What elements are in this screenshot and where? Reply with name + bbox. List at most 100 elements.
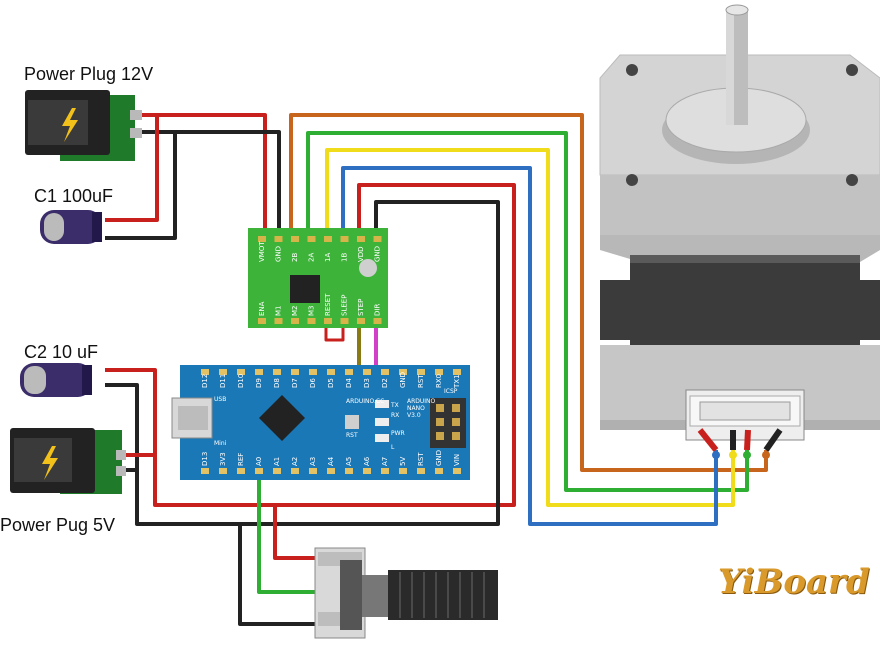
arduino-bottom-pin-pad (345, 468, 353, 474)
arduino-top-pin-label: D12 (201, 374, 209, 388)
driver-top-pin-pad (373, 236, 382, 242)
label-power-plug-12v: Power Plug 12V (24, 64, 154, 84)
label-capacitor-c1: C1 100uF (34, 186, 114, 206)
arduino-top-pin-pad (327, 369, 335, 375)
arduino-bottom-pin-label: RST (417, 452, 425, 466)
arduino-icsp-label: ICSP (444, 388, 458, 395)
driver-bottom-pin-label: M2 (291, 306, 299, 317)
arduino-bottom-pin-pad (309, 468, 317, 474)
driver-top-pin-label: VDD (357, 246, 365, 262)
power-plug-12v (25, 90, 142, 161)
arduino-tx-label: TX (391, 402, 399, 409)
arduino-bottom-pin-pad (363, 468, 371, 474)
capacitor-c2 (20, 363, 92, 397)
arduino-top-pin-pad (255, 369, 263, 375)
driver-top-pin-label: VMOT (258, 241, 266, 262)
driver-bottom-pin-pad (324, 318, 332, 324)
arduino-top-pin-pad (399, 369, 407, 375)
arduino-top-pin-label: D2 (381, 378, 389, 388)
driver-top-pin-pad (258, 236, 266, 242)
arduino-bottom-pin-pad (417, 468, 425, 474)
arduino-top-pin-label: TX1 (453, 374, 461, 389)
arduino-bottom-pin-label: A3 (309, 457, 317, 466)
capacitor-c1 (40, 210, 102, 244)
watermark-part1: Yi (718, 562, 755, 602)
arduino-top-pin-pad (237, 369, 245, 375)
arduino-top-pin-label: RX0 (435, 374, 443, 388)
arduino-top-pin-pad (435, 369, 443, 375)
arduino-bottom-pin-label: A2 (291, 457, 299, 466)
arduino-top-pin-pad (309, 369, 317, 375)
arduino-top-pin-label: D4 (345, 378, 353, 388)
driver-bottom-pin-pad (340, 318, 349, 324)
driver-top-pin-pad (340, 236, 349, 242)
arduino-bottom-pin-label: REF (237, 453, 245, 466)
arduino-bottom-pin-label: A5 (345, 457, 353, 466)
wire-nodes (712, 451, 770, 459)
driver-top-pin-pad (291, 236, 299, 242)
arduino-top-pin-label: D7 (291, 378, 299, 388)
arduino-bottom-pin-pad (291, 468, 299, 474)
driver-bottom-pin-label: SLEEP (341, 295, 349, 316)
power-plug-5v (10, 428, 126, 494)
arduino-bottom-pin-label: VIN (453, 454, 461, 466)
arduino-bottom-pin-pad (435, 468, 443, 474)
arduino-model-label: ARDUINO NANO V3.0 (407, 398, 436, 419)
driver-top-pin-label: 2A (308, 253, 316, 262)
arduino-mini-label: Mini (214, 440, 227, 447)
arduino-brand-label: ARDUINO.CC (346, 398, 385, 405)
arduino-top-pin-label: D11 (219, 374, 227, 388)
driver-bottom-pin-label: DIR (374, 304, 382, 316)
arduino-bottom-pin-pad (273, 468, 281, 474)
arduino-l-label: L (391, 444, 395, 451)
driver-top-pin-label: GND (275, 246, 283, 262)
arduino-rx-label: RX (391, 412, 400, 419)
driver-bottom-pin-pad (373, 318, 382, 324)
stepper-motor (599, 4, 880, 441)
arduino-top-pin-label: D5 (327, 378, 335, 388)
arduino-bottom-pin-label: A4 (327, 456, 335, 466)
arduino-top-pin-label: RST (417, 374, 425, 388)
arduino-top-pin-pad (453, 369, 461, 375)
arduino-top-pin-pad (219, 369, 227, 375)
arduino-top-pin-pad (291, 369, 299, 375)
driver-bottom-pin-pad (274, 318, 283, 324)
arduino-top-pin-label: D9 (255, 378, 263, 388)
arduino-bottom-pin-label: D13 (201, 452, 209, 466)
driver-bottom-pin-pad (258, 318, 266, 324)
arduino-bottom-pin-pad (255, 468, 263, 474)
driver-top-pin-label: 1B (341, 253, 349, 262)
arduino-pwr-label: PWR (391, 430, 405, 437)
arduino-top-pin-pad (381, 369, 389, 375)
label-capacitor-c2: C2 10 uF (24, 342, 99, 362)
arduino-bottom-pin-label: A1 (273, 457, 281, 466)
arduino-bottom-pin-pad (453, 468, 461, 474)
label-power-plug-5v: Power Pug 5V (0, 515, 116, 535)
driver-bottom-pin-label: RESET (324, 293, 332, 316)
watermark-part2: Board (754, 562, 870, 602)
driver-top-pin-pad (324, 236, 332, 242)
driver-bottom-pin-label: STEP (357, 299, 365, 316)
driver-bottom-pin-pad (357, 318, 365, 324)
arduino-bottom-pin-pad (237, 468, 245, 474)
arduino-top-pin-label: D8 (273, 378, 281, 388)
arduino-bottom-pin-label: A0 (255, 457, 263, 466)
arduino-top-pin-label: GND (399, 372, 407, 388)
driver-top-pin-label: 1A (324, 253, 332, 262)
arduino-top-pin-pad (363, 369, 371, 375)
driver-bottom-pin-pad (291, 318, 299, 324)
arduino-top-pin-pad (417, 369, 425, 375)
arduino-top-pin-label: D3 (363, 378, 371, 388)
driver-top-pin-label: 2B (291, 253, 299, 262)
arduino-bottom-pin-label: 5V (399, 457, 407, 466)
arduino-bottom-pin-label: A7 (381, 457, 389, 466)
arduino-bottom-pin-pad (381, 468, 389, 474)
driver-bottom-pin-label: ENA (258, 301, 266, 316)
arduino-top-pin-label: D10 (237, 374, 245, 388)
